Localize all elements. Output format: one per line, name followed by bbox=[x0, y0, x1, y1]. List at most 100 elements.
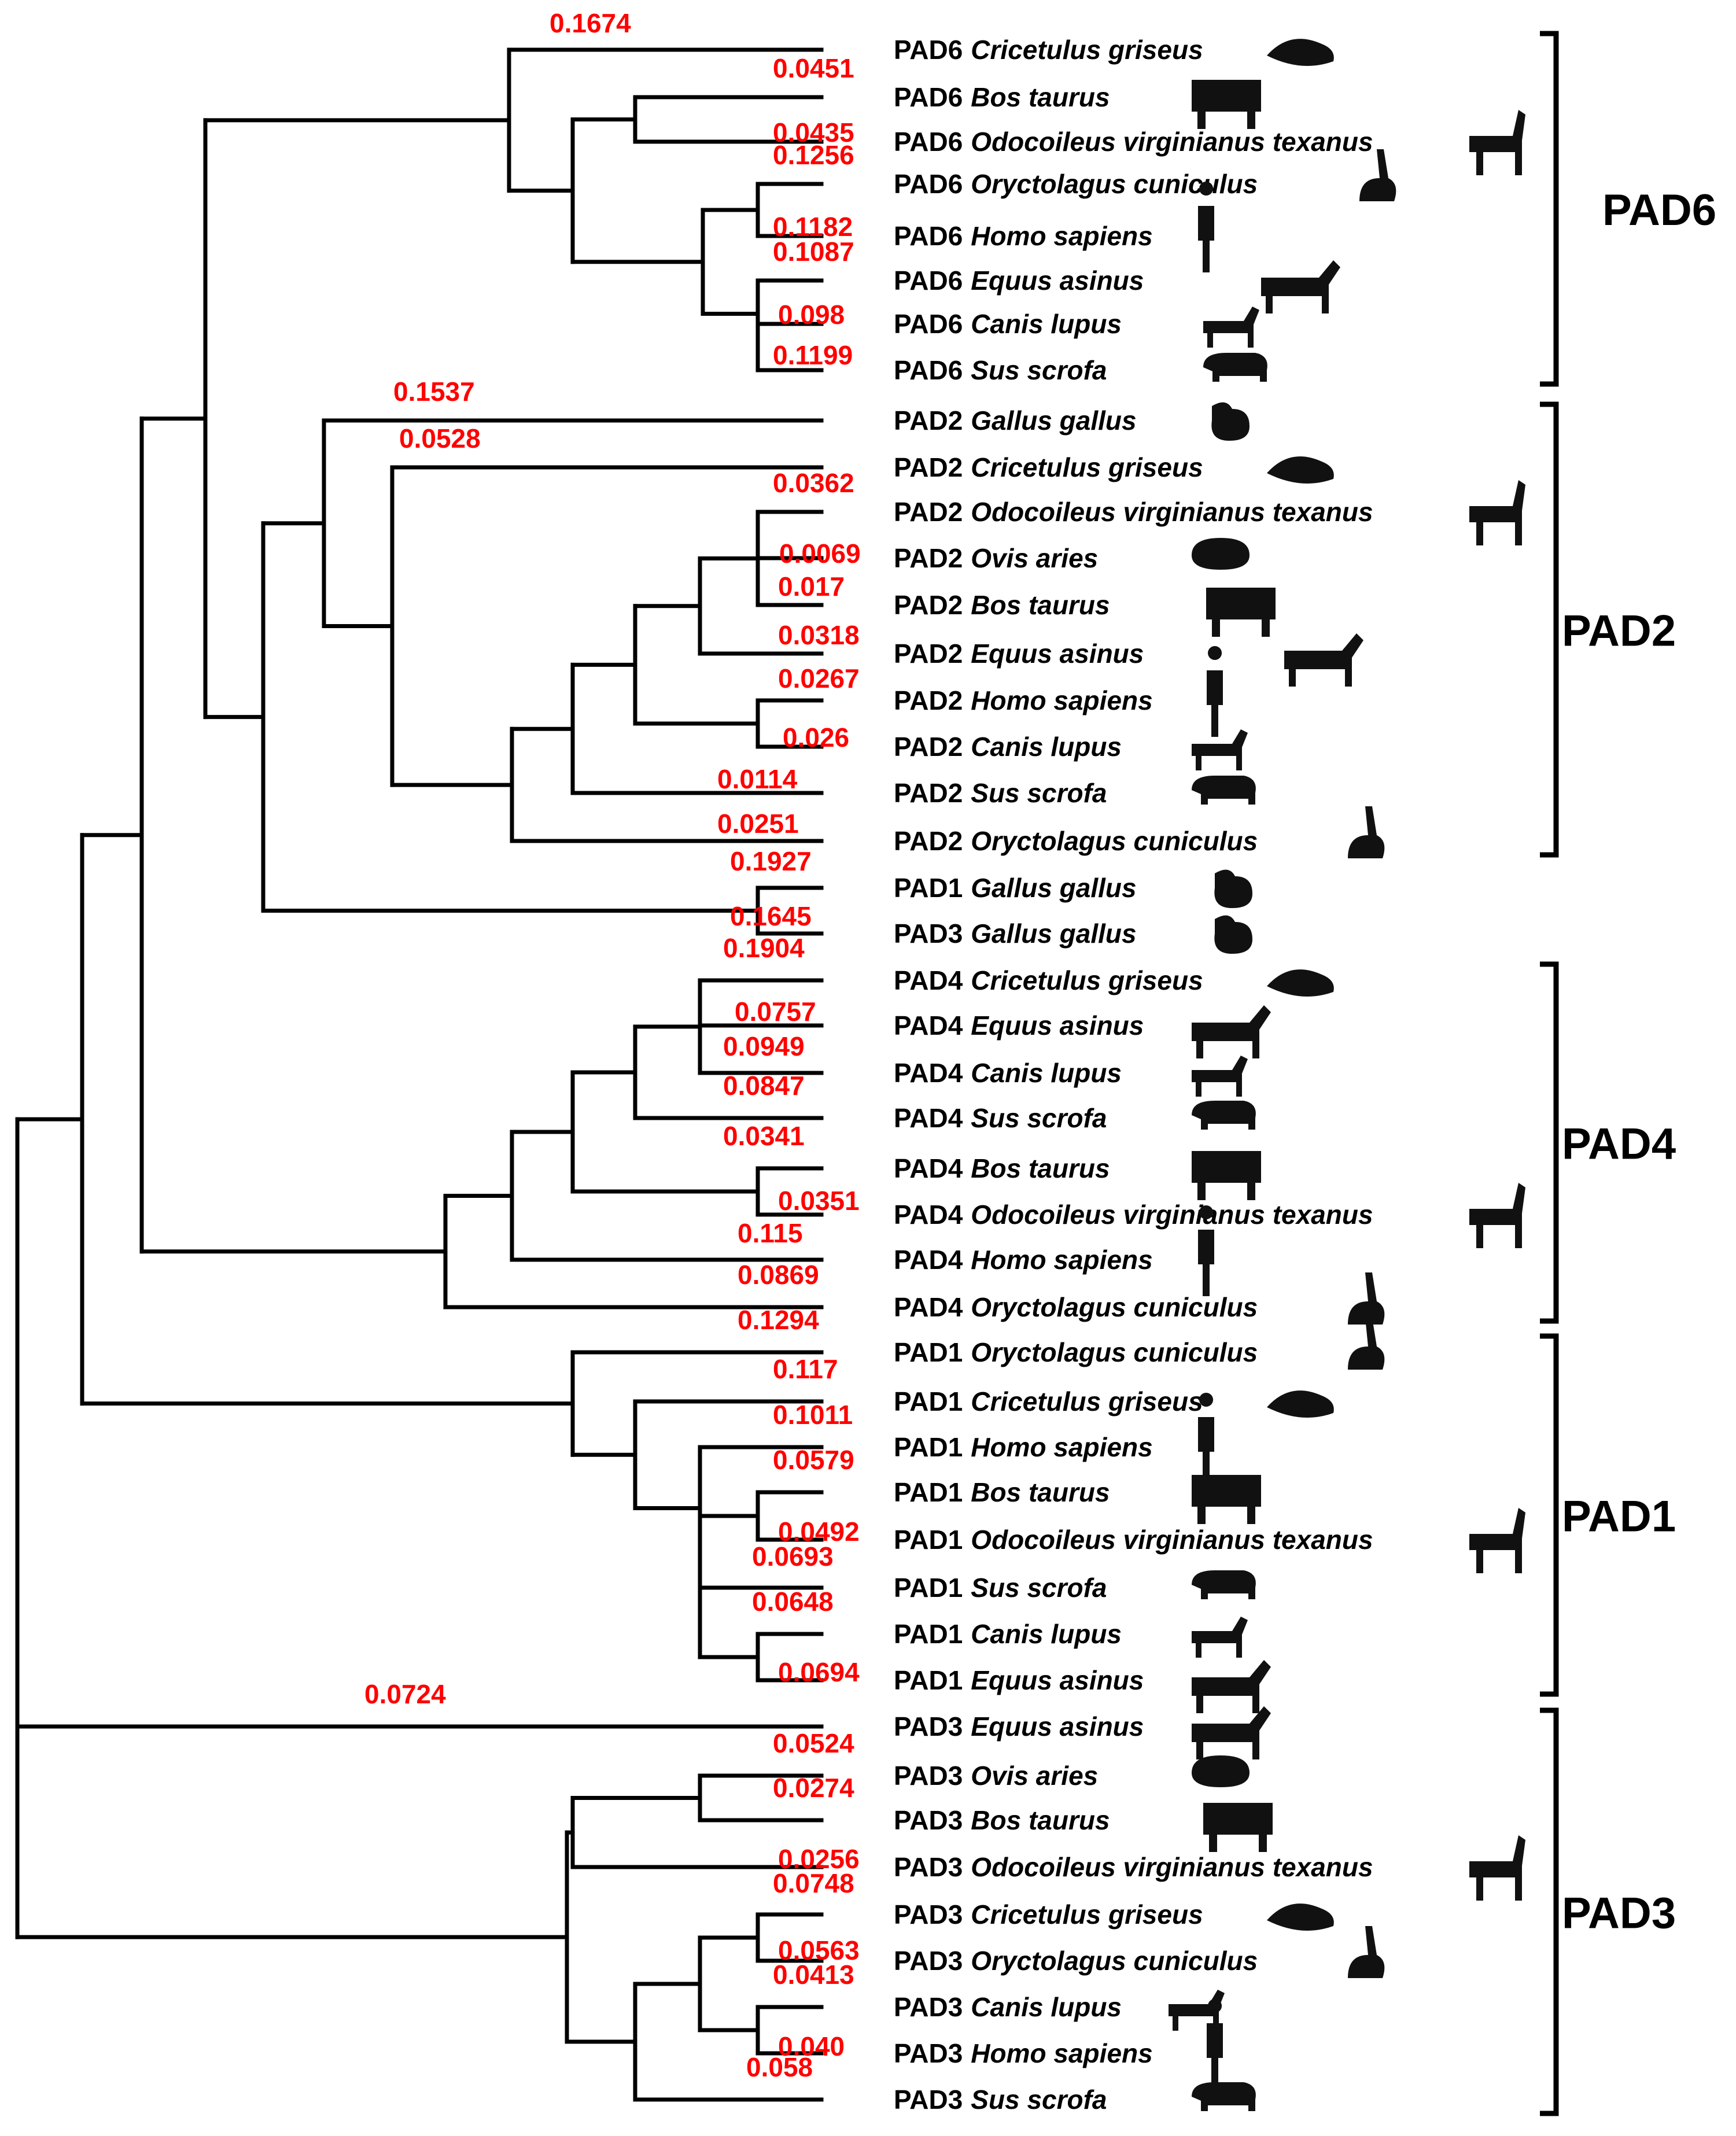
chicken-icon-shape bbox=[1214, 915, 1252, 954]
gene-name: PAD3 bbox=[894, 1946, 963, 1976]
rabbit-icon bbox=[1348, 1272, 1385, 1325]
species-name: Odocoileus virginianus texanus bbox=[971, 1852, 1373, 1882]
gene-name: PAD2 bbox=[894, 543, 963, 573]
gene-name: PAD6 bbox=[894, 127, 963, 157]
species-name: Bos taurus bbox=[971, 590, 1110, 620]
branch-length-label: 0.0069 bbox=[779, 538, 861, 569]
horse-icon bbox=[1192, 1660, 1271, 1713]
human-icon-shape bbox=[1198, 1205, 1214, 1296]
gene-name: PAD3 bbox=[894, 1711, 963, 1742]
deer-icon bbox=[1469, 1183, 1525, 1248]
sheep-icon bbox=[1192, 1755, 1250, 1787]
species-name: Sus scrofa bbox=[971, 1103, 1107, 1133]
gene-name: PAD3 bbox=[894, 1992, 963, 2022]
gene-name: PAD2 bbox=[894, 405, 963, 436]
species-name: Bos taurus bbox=[971, 1153, 1110, 1183]
gene-name: PAD4 bbox=[894, 1292, 963, 1322]
branch-length-label: 0.117 bbox=[773, 1354, 838, 1384]
branch-length-label: 0.0579 bbox=[773, 1445, 854, 1475]
pig-icon bbox=[1203, 353, 1267, 382]
sheep-icon-shape bbox=[1192, 1755, 1250, 1787]
species-name: Gallus gallus bbox=[971, 873, 1136, 903]
leaf-label: PAD4 Odocoileus virginianus texanus bbox=[894, 1200, 1373, 1230]
horse-icon bbox=[1192, 1005, 1271, 1058]
gene-name: PAD1 bbox=[894, 1477, 963, 1507]
species-name: Canis lupus bbox=[971, 732, 1122, 762]
sheep-icon bbox=[1192, 538, 1250, 570]
leaf-label: PAD3 Equus asinus bbox=[894, 1711, 1144, 1742]
branch-length-label: 0.0724 bbox=[364, 1679, 446, 1709]
branch-length-label: 0.1904 bbox=[723, 933, 805, 963]
dog-icon bbox=[1203, 307, 1259, 348]
human-icon-shape bbox=[1207, 646, 1223, 737]
species-name: Homo sapiens bbox=[971, 685, 1152, 715]
gene-name: PAD6 bbox=[894, 35, 963, 65]
gene-name: PAD1 bbox=[894, 1386, 963, 1416]
branch-length-label: 0.040 bbox=[778, 2031, 845, 2061]
species-name: Gallus gallus bbox=[971, 405, 1136, 436]
gene-name: PAD6 bbox=[894, 221, 963, 251]
branch-length-label: 0.1674 bbox=[550, 8, 631, 38]
cow-icon-shape bbox=[1192, 1151, 1261, 1200]
tree-branches bbox=[15, 47, 824, 2102]
group-bracket bbox=[1540, 961, 1559, 1324]
branch-length-label: 0.0318 bbox=[778, 620, 860, 650]
rabbit-icon bbox=[1359, 149, 1396, 201]
pig-icon-shape bbox=[1192, 1570, 1256, 1599]
branch-length-label: 0.0694 bbox=[778, 1657, 860, 1687]
species-name: Oryctolagus cuniculus bbox=[971, 1946, 1258, 1976]
deer-icon-shape bbox=[1469, 1183, 1525, 1248]
gene-name: PAD4 bbox=[894, 1010, 963, 1041]
gene-name: PAD2 bbox=[894, 778, 963, 808]
species-name: Homo sapiens bbox=[971, 1245, 1152, 1275]
gene-name: PAD4 bbox=[894, 1200, 963, 1230]
species-name: Bos taurus bbox=[971, 1477, 1110, 1507]
branch-length-label: 0.1199 bbox=[773, 340, 853, 370]
gene-name: PAD4 bbox=[894, 1103, 963, 1133]
gene-name: PAD6 bbox=[894, 82, 963, 112]
branch-length-label: 0.026 bbox=[783, 722, 849, 752]
species-name: Odocoileus virginianus texanus bbox=[971, 1200, 1373, 1230]
deer-icon bbox=[1469, 1835, 1525, 1901]
dog-icon-shape bbox=[1192, 1617, 1248, 1658]
species-name: Cricetulus griseus bbox=[971, 1386, 1203, 1416]
gene-name: PAD1 bbox=[894, 1525, 963, 1555]
dog-icon-shape bbox=[1169, 1990, 1225, 2031]
species-name: Homo sapiens bbox=[971, 221, 1152, 251]
leaf-label: PAD1 Bos taurus bbox=[894, 1477, 1110, 1507]
branch-length-label: 0.0748 bbox=[773, 1868, 854, 1898]
leaf-label: PAD4 Sus scrofa bbox=[894, 1103, 1107, 1133]
human-icon bbox=[1207, 646, 1223, 737]
cow-icon-shape bbox=[1192, 80, 1261, 129]
group-bracket bbox=[1540, 31, 1559, 387]
species-name: Equus asinus bbox=[971, 1711, 1144, 1742]
species-name: Odocoileus virginianus texanus bbox=[971, 127, 1373, 157]
species-name: Equus asinus bbox=[971, 1665, 1144, 1695]
chicken-icon bbox=[1214, 869, 1252, 908]
rabbit-icon-shape bbox=[1348, 1926, 1385, 1978]
rabbit-icon bbox=[1348, 1318, 1385, 1370]
cow-icon-shape bbox=[1192, 1475, 1261, 1524]
species-name: Sus scrofa bbox=[971, 778, 1107, 808]
branch-length-label: 0.0256 bbox=[778, 1844, 860, 1874]
gene-name: PAD1 bbox=[894, 1665, 963, 1695]
hamster-icon-shape bbox=[1267, 456, 1334, 484]
gene-name: PAD6 bbox=[894, 309, 963, 339]
branch-length-label: 0.0451 bbox=[773, 53, 854, 83]
branch-length-label: 0.1927 bbox=[730, 846, 812, 876]
branch-length-label: 0.0847 bbox=[723, 1071, 805, 1101]
species-name: Odocoileus virginianus texanus bbox=[971, 1525, 1373, 1555]
